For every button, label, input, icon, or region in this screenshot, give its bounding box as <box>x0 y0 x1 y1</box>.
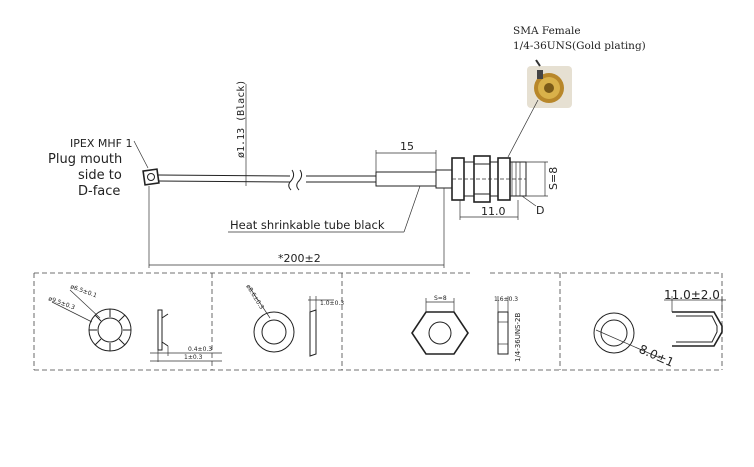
d1-thk04: 0.4±0.3 <box>188 346 212 353</box>
cable-diameter-label: ø1.13 (Black) <box>236 80 247 158</box>
label-d: D <box>536 204 544 217</box>
d4-len: 11.0±2.0 <box>664 288 720 302</box>
dim-total: *200±2 <box>278 252 321 265</box>
ipex-label: IPEX MHF 1 <box>70 137 132 150</box>
d1-dia65: ø6.5±0.1 <box>69 283 98 299</box>
heat-tube-label: Heat shrinkable tube black <box>230 218 385 232</box>
heat-shrink-tube <box>375 169 453 189</box>
d2-dia: ø8.6±0.3 <box>244 283 265 310</box>
sma-connector-body <box>451 155 527 203</box>
sma-title: SMA Female <box>513 25 581 37</box>
detail-dust-cap: 11.0±2.0 8.0±1 <box>593 288 726 370</box>
detail-flat-washer: ø8.6±0.3 1.0±0.3 <box>244 283 344 357</box>
d1-dia95: ø9.5±0.3 <box>47 295 76 311</box>
svg-text:ø1.13 (Black): ø1.13 (Black) <box>236 80 247 158</box>
plug-line-2: side to <box>78 168 122 183</box>
dim-11: 11.0 <box>481 205 506 218</box>
plug-line-3: D-face <box>78 184 120 199</box>
d3-thk: 1.6±0.3 <box>494 296 518 303</box>
sma-photo <box>527 59 572 108</box>
cable <box>157 169 376 191</box>
detail-star-washer: ø6.5±0.1 ø9.5±0.3 0.4±0.3 1±0.3 <box>47 283 222 362</box>
d4-dia: 8.0±1 <box>637 342 676 370</box>
d3-thread: 1/4-36UNS-2B <box>514 313 522 362</box>
d3-s8: S=8 <box>434 295 447 302</box>
dim-15: 15 <box>400 140 414 153</box>
plug-line-1: Plug mouth <box>48 152 122 167</box>
detail-hex-nut: S=8 1.6±0.3 1/4-36UNS-2B <box>411 295 522 362</box>
sma-spec: 1/4-36UNS(Gold plating) <box>513 40 646 52</box>
d2-thk: 1.0±0.3 <box>320 300 344 307</box>
dim-s8: S=8 <box>547 167 560 190</box>
ipex-connector <box>142 168 160 186</box>
d1-thk1: 1±0.3 <box>184 354 203 361</box>
